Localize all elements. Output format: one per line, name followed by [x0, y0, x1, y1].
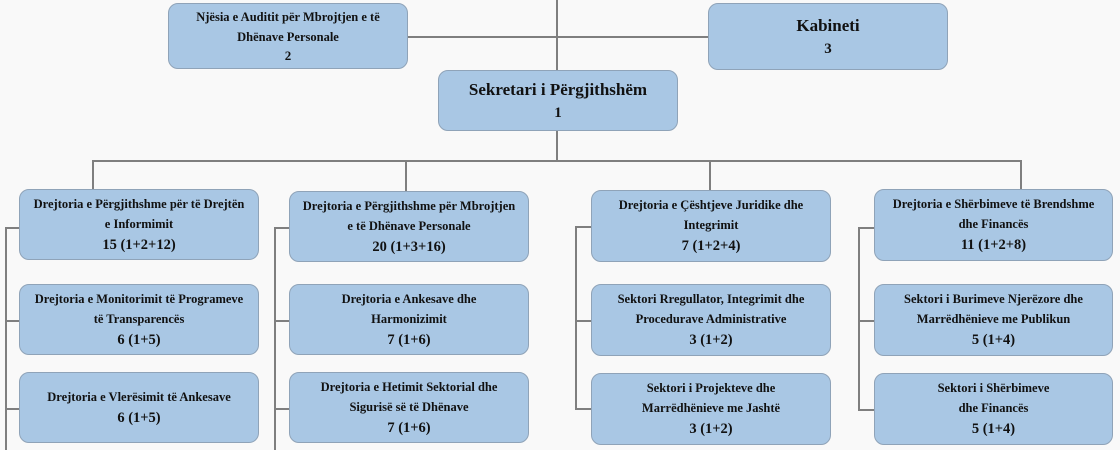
unit-count: 6 (1+5): [117, 409, 161, 426]
org-unit: Sektori i Shërbimeve dhe Financës 5 (1+4…: [874, 373, 1113, 445]
org-unit: Sektori i Projekteve dhe Marrëdhënieve m…: [591, 373, 831, 445]
org-unit-secretary-general: Sekretari i Përgjithshëm 1: [438, 70, 678, 131]
connector-top-horizontal: [408, 36, 708, 38]
unit-title: Kabineti: [796, 15, 860, 35]
org-unit: Drejtoria e Monitorimit të Programeve të…: [19, 284, 259, 355]
connector-col3-branch: [575, 226, 591, 228]
connector-col2-branch: [274, 408, 289, 410]
connector-col4-spine: [858, 227, 860, 411]
connector-main-vertical: [556, 0, 558, 70]
unit-count: 5 (1+4): [971, 332, 1016, 348]
unit-title: Drejtoria e Shërbimeve të Brendshme dhe …: [892, 197, 1095, 231]
connector-col2-drop: [405, 160, 407, 191]
unit-title: Sektori i Projekteve dhe Marrëdhënieve m…: [641, 381, 781, 415]
connector-col4-branch: [858, 320, 874, 322]
unit-count: 3: [824, 40, 832, 57]
connector-col3-branch: [575, 320, 591, 322]
connector-col1-branch: [5, 320, 19, 322]
unit-count: 15 (1+2+12): [102, 236, 176, 253]
unit-title: Drejtoria e Përgjithshme për Mbrojtjen e…: [302, 198, 516, 233]
connector-col3-drop: [709, 160, 711, 190]
unit-title: Drejtoria e Çështjeve Juridike dhe Integ…: [618, 198, 804, 232]
connector-col1-branch: [5, 408, 19, 410]
unit-count: 2: [284, 48, 292, 63]
org-unit-audit: Njësia e Auditit për Mbrojtjen e të Dhën…: [168, 3, 408, 69]
unit-title: Sektori i Burimeve Njerëzore dhe Marrëdh…: [904, 292, 1083, 326]
unit-title: Drejtoria e Ankesave dhe Harmonizimit: [341, 291, 477, 326]
unit-count: 7 (1+6): [387, 331, 431, 348]
connector-col4-drop: [1020, 160, 1022, 190]
unit-count: 1: [554, 104, 562, 121]
unit-count: 5 (1+4): [971, 421, 1016, 437]
unit-title: Drejtoria e Vlerësimit të Ankesave: [47, 389, 231, 404]
unit-count: 7 (1+6): [387, 419, 431, 436]
connector-secretary-down: [556, 131, 558, 161]
unit-count: 20 (1+3+16): [372, 238, 446, 255]
connector-col4-branch: [858, 409, 874, 411]
connector-col4-branch: [858, 227, 874, 229]
connector-col3-spine: [575, 226, 577, 410]
org-unit: Drejtoria e Përgjithshme për Mbrojtjen e…: [289, 191, 529, 262]
connector-col1-spine: [5, 227, 7, 450]
org-unit: Drejtoria e Shërbimeve të Brendshme dhe …: [874, 189, 1113, 261]
unit-title: Drejtoria e Hetimit Sektorial dhe Siguri…: [320, 379, 498, 414]
unit-title: Sekretari i Përgjithshëm: [468, 79, 648, 99]
org-unit: Drejtoria e Hetimit Sektorial dhe Siguri…: [289, 372, 529, 443]
connector-col1-branch: [5, 227, 19, 229]
connector-col3-branch: [575, 408, 591, 410]
org-unit: Drejtoria e Ankesave dhe Harmonizimit 7 …: [289, 284, 529, 355]
connector-col2-branch: [274, 320, 289, 322]
connector-col1-drop: [92, 160, 94, 190]
org-unit: Drejtoria e Vlerësimit të Ankesave 6 (1+…: [19, 372, 259, 443]
unit-count: 11 (1+2+8): [960, 237, 1027, 253]
unit-count: 6 (1+5): [117, 331, 161, 348]
connector-col2-branch: [274, 227, 289, 229]
org-unit: Drejtoria e Çështjeve Juridike dhe Integ…: [591, 190, 831, 262]
unit-title: Sektori Rregullator, Integrimit dhe Proc…: [617, 292, 805, 326]
connector-col2-spine: [274, 227, 276, 450]
unit-title: Njësia e Auditit për Mbrojtjen e të Dhën…: [196, 10, 380, 44]
unit-count: 3 (1+2): [689, 332, 733, 348]
org-unit: Drejtoria e Përgjithshme për të Drejtën …: [19, 189, 259, 260]
unit-title: Drejtoria e Monitorimit të Programeve të…: [34, 291, 244, 326]
org-unit: Sektori i Burimeve Njerëzore dhe Marrëdh…: [874, 284, 1113, 356]
connector-columns-horizontal: [92, 160, 1022, 162]
unit-title: Sektori i Shërbimeve dhe Financës: [937, 381, 1050, 415]
org-unit-cabinet: Kabineti 3: [708, 3, 948, 70]
unit-count: 7 (1+2+4): [681, 238, 741, 254]
unit-count: 3 (1+2): [689, 421, 733, 437]
unit-title: Drejtoria e Përgjithshme për të Drejtën …: [33, 196, 245, 231]
org-unit: Sektori Rregullator, Integrimit dhe Proc…: [591, 284, 831, 356]
